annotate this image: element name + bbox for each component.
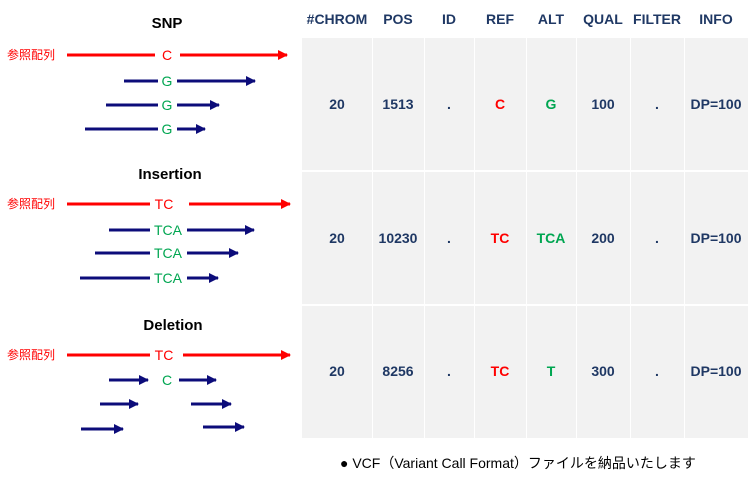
column-header-chrom: #CHROM xyxy=(306,11,368,27)
variant-diagram: SNP 参照配列 C G G G Insertion 参照配列 TC TCA T… xyxy=(0,0,300,440)
cell-chrom: 20 xyxy=(329,363,345,379)
footnote: ● VCF（Variant Call Format）ファイルを納品いたします xyxy=(340,455,696,471)
reference-base-deletion: TC xyxy=(155,347,174,363)
vcf-table: #CHROM POS ID REF ALT QUAL FILTER INFO 2… xyxy=(302,0,748,440)
reference-label-deletion: 参照配列 xyxy=(7,347,55,362)
column-header-id: ID xyxy=(442,11,456,27)
cell-chrom: 20 xyxy=(329,230,345,246)
table-row xyxy=(302,38,748,170)
column-header-ref: REF xyxy=(486,11,514,27)
cell-info: DP=100 xyxy=(690,363,742,379)
cell-alt: G xyxy=(545,96,557,112)
cell-qual: 100 xyxy=(591,96,615,112)
cell-pos: 8256 xyxy=(382,363,414,379)
cell-qual: 300 xyxy=(591,363,615,379)
read-base: TCA xyxy=(154,222,183,238)
column-divider xyxy=(372,38,373,438)
column-divider xyxy=(526,38,527,438)
read-base: TCA xyxy=(154,270,183,286)
column-divider xyxy=(474,38,475,438)
cell-id: . xyxy=(447,230,451,246)
panel-title-snp: SNP xyxy=(152,15,183,32)
cell-info: DP=100 xyxy=(690,96,742,112)
read-base: TCA xyxy=(154,245,183,261)
cell-pos: 10230 xyxy=(378,230,418,246)
cell-id: . xyxy=(447,363,451,379)
column-header-filter: FILTER xyxy=(633,11,681,27)
cell-filter: . xyxy=(655,230,659,246)
cell-ref: C xyxy=(494,96,506,112)
cell-filter: . xyxy=(655,96,659,112)
cell-ref: TC xyxy=(490,363,510,379)
column-header-info: INFO xyxy=(699,11,733,27)
reference-base-snp: C xyxy=(162,47,172,63)
cell-chrom: 20 xyxy=(329,96,345,112)
panel-title-insertion: Insertion xyxy=(138,166,201,183)
reference-base-insertion: TC xyxy=(155,196,174,212)
read-base: G xyxy=(162,97,173,113)
panel-title-deletion: Deletion xyxy=(143,317,202,334)
column-divider xyxy=(630,38,631,438)
column-header-pos: POS xyxy=(383,11,413,27)
cell-ref: TC xyxy=(490,230,510,246)
column-header-alt: ALT xyxy=(537,11,565,27)
table-row xyxy=(302,172,748,304)
cell-qual: 200 xyxy=(591,230,615,246)
column-divider xyxy=(424,38,425,438)
reference-label-insertion: 参照配列 xyxy=(7,196,55,211)
table-row xyxy=(302,306,748,438)
variant-diagram-svg: SNP 参照配列 C G G G Insertion 参照配列 TC TCA T… xyxy=(7,15,291,434)
read-base: G xyxy=(162,121,173,137)
read-base: C xyxy=(162,372,172,388)
reference-label-snp: 参照配列 xyxy=(7,47,55,62)
cell-alt: TCA xyxy=(536,230,566,246)
cell-filter: . xyxy=(655,363,659,379)
read-base: G xyxy=(162,73,173,89)
cell-id: . xyxy=(447,96,451,112)
cell-pos: 1513 xyxy=(382,96,414,112)
column-header-qual: QUAL xyxy=(583,11,623,27)
column-divider xyxy=(684,38,685,438)
column-divider xyxy=(576,38,577,438)
cell-alt: T xyxy=(546,363,556,379)
cell-info: DP=100 xyxy=(690,230,742,246)
